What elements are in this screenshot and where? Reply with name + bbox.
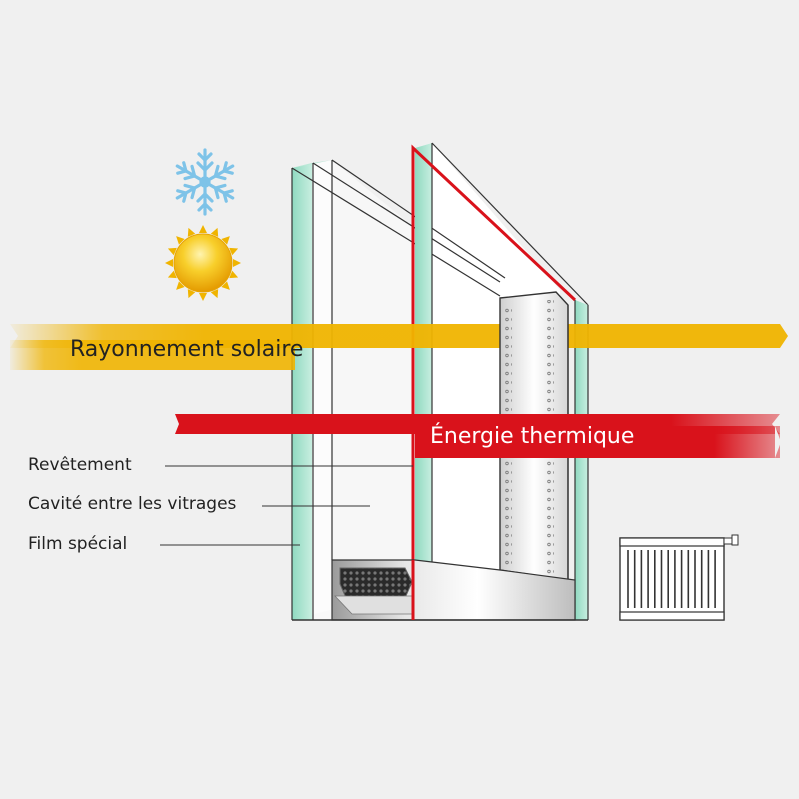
thermal-energy-band: Énergie thermique <box>175 414 781 458</box>
radiator-icon <box>619 534 739 621</box>
callout-film: Film spécial <box>28 534 300 554</box>
outer-glass-top <box>292 160 332 168</box>
snowflake-icon <box>175 148 235 216</box>
outer-glass-laminate <box>313 160 332 620</box>
callout-coating: Revêtement <box>28 455 413 475</box>
callout-cavity-label: Cavité entre les vitrages <box>28 494 237 514</box>
thermal-band-label: Énergie thermique <box>430 423 634 449</box>
callout-cavity: Cavité entre les vitrages <box>28 494 370 514</box>
callout-coating-label: Revêtement <box>28 455 132 475</box>
outer-glass-pane <box>292 163 312 620</box>
callout-film-label: Film spécial <box>28 534 127 554</box>
inner-glass-pane <box>415 143 432 620</box>
solar-band-label: Rayonnement solaire <box>70 337 303 362</box>
sun-icon <box>165 225 241 301</box>
right-glass-edge <box>575 300 588 620</box>
desiccant-chamber <box>339 567 413 599</box>
solar-radiation-band: Rayonnement solaire <box>10 324 788 370</box>
bottom-spacer <box>292 559 588 621</box>
low-e-coating-line <box>411 144 577 620</box>
